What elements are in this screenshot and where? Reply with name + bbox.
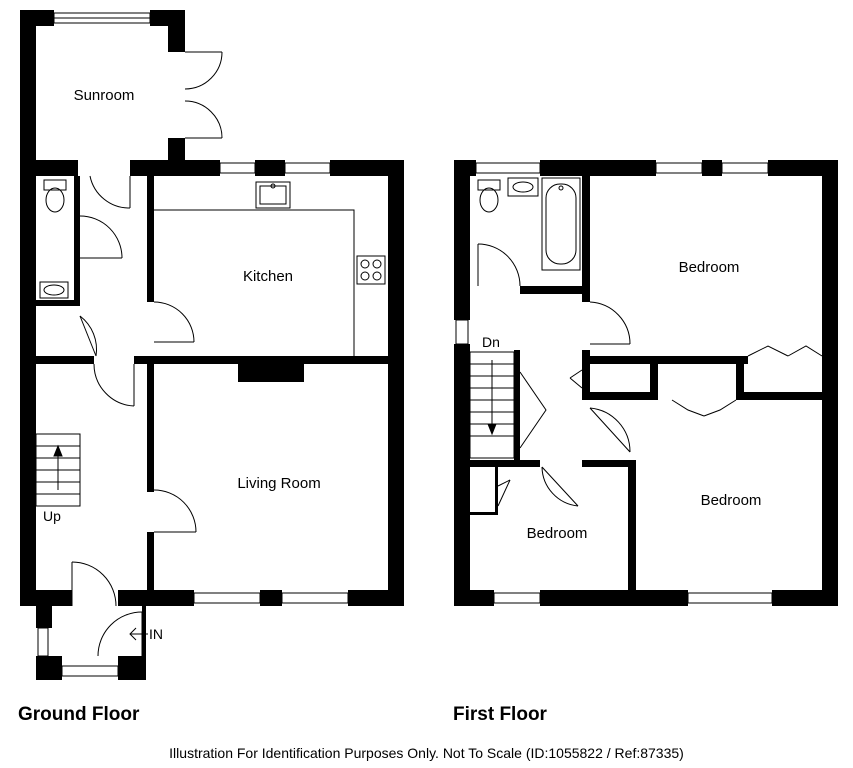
ground-floor-title: Ground Floor	[18, 704, 140, 725]
stairs-up-label: Up	[43, 508, 61, 524]
wall	[118, 590, 194, 606]
window	[687, 592, 773, 604]
wall	[736, 356, 744, 400]
basin-icon	[507, 177, 539, 197]
wall	[470, 460, 540, 467]
french-doors	[184, 51, 223, 139]
wall	[822, 160, 838, 606]
wall	[147, 364, 154, 492]
wall	[520, 286, 584, 294]
wall	[20, 590, 72, 606]
window	[455, 319, 469, 345]
room-label-bedroom-1: Bedroom	[679, 259, 740, 276]
window	[61, 665, 119, 677]
wall	[255, 160, 285, 176]
kitchen-units	[154, 181, 386, 356]
wall	[36, 300, 80, 306]
ground-floor-plan: Up IN Sunroom Kitchen Living Room	[20, 10, 404, 680]
window	[475, 162, 541, 174]
stairs	[469, 351, 515, 459]
wall	[36, 606, 52, 628]
entrance-label: IN	[149, 626, 163, 642]
wall	[147, 532, 154, 590]
wall	[582, 176, 590, 302]
floor-plan: Up IN Sunroom Kitchen Living Room	[20, 10, 838, 680]
stairs-down-label: Dn	[482, 334, 500, 350]
wall	[768, 160, 838, 176]
wall	[168, 138, 185, 162]
wall	[540, 590, 688, 606]
wall	[650, 356, 658, 400]
entrance-arrow-icon	[129, 627, 148, 641]
wall	[118, 656, 146, 680]
room-label-living-room: Living Room	[237, 475, 320, 492]
wall	[744, 392, 822, 400]
wall	[74, 176, 80, 304]
basin-icon	[39, 281, 69, 299]
wall	[582, 392, 656, 400]
window	[219, 162, 256, 174]
room-label-sunroom: Sunroom	[74, 87, 135, 104]
wall	[330, 160, 404, 176]
wall	[260, 590, 282, 606]
wall	[540, 160, 656, 176]
toilet-icon	[477, 179, 501, 213]
stairs	[35, 433, 81, 507]
bathtub-icon	[541, 177, 581, 271]
doors	[71, 175, 197, 607]
wall	[454, 160, 470, 320]
wall	[147, 176, 154, 302]
wall	[36, 656, 62, 680]
wall	[582, 460, 636, 467]
window	[721, 162, 769, 174]
window	[281, 592, 349, 604]
room-label-kitchen: Kitchen	[243, 268, 293, 285]
chimney-breast	[238, 364, 304, 382]
wall	[348, 590, 404, 606]
window	[37, 627, 49, 657]
room-label-bedroom-3: Bedroom	[527, 525, 588, 542]
window	[493, 592, 541, 604]
disclaimer-text: Illustration For Identification Purposes…	[169, 745, 684, 761]
window	[193, 592, 261, 604]
first-floor-title: First Floor	[453, 704, 547, 725]
wall	[168, 10, 185, 52]
wall	[388, 160, 404, 606]
wall	[702, 160, 722, 176]
window	[655, 162, 703, 174]
doors	[477, 243, 823, 507]
window	[284, 162, 331, 174]
wall	[20, 160, 36, 606]
wall	[36, 356, 94, 364]
wall	[454, 590, 494, 606]
wall	[20, 10, 54, 26]
wall	[134, 356, 388, 364]
wall	[772, 590, 838, 606]
room-label-bedroom-2: Bedroom	[701, 492, 762, 509]
wall	[454, 344, 470, 606]
wall	[628, 460, 636, 590]
wall	[130, 160, 220, 176]
wall	[20, 10, 36, 160]
wall	[514, 350, 520, 460]
wall	[582, 356, 748, 364]
toilet-icon	[43, 179, 67, 213]
first-floor-plan: Dn Bedroom Bedroom Bedroom	[454, 160, 838, 606]
